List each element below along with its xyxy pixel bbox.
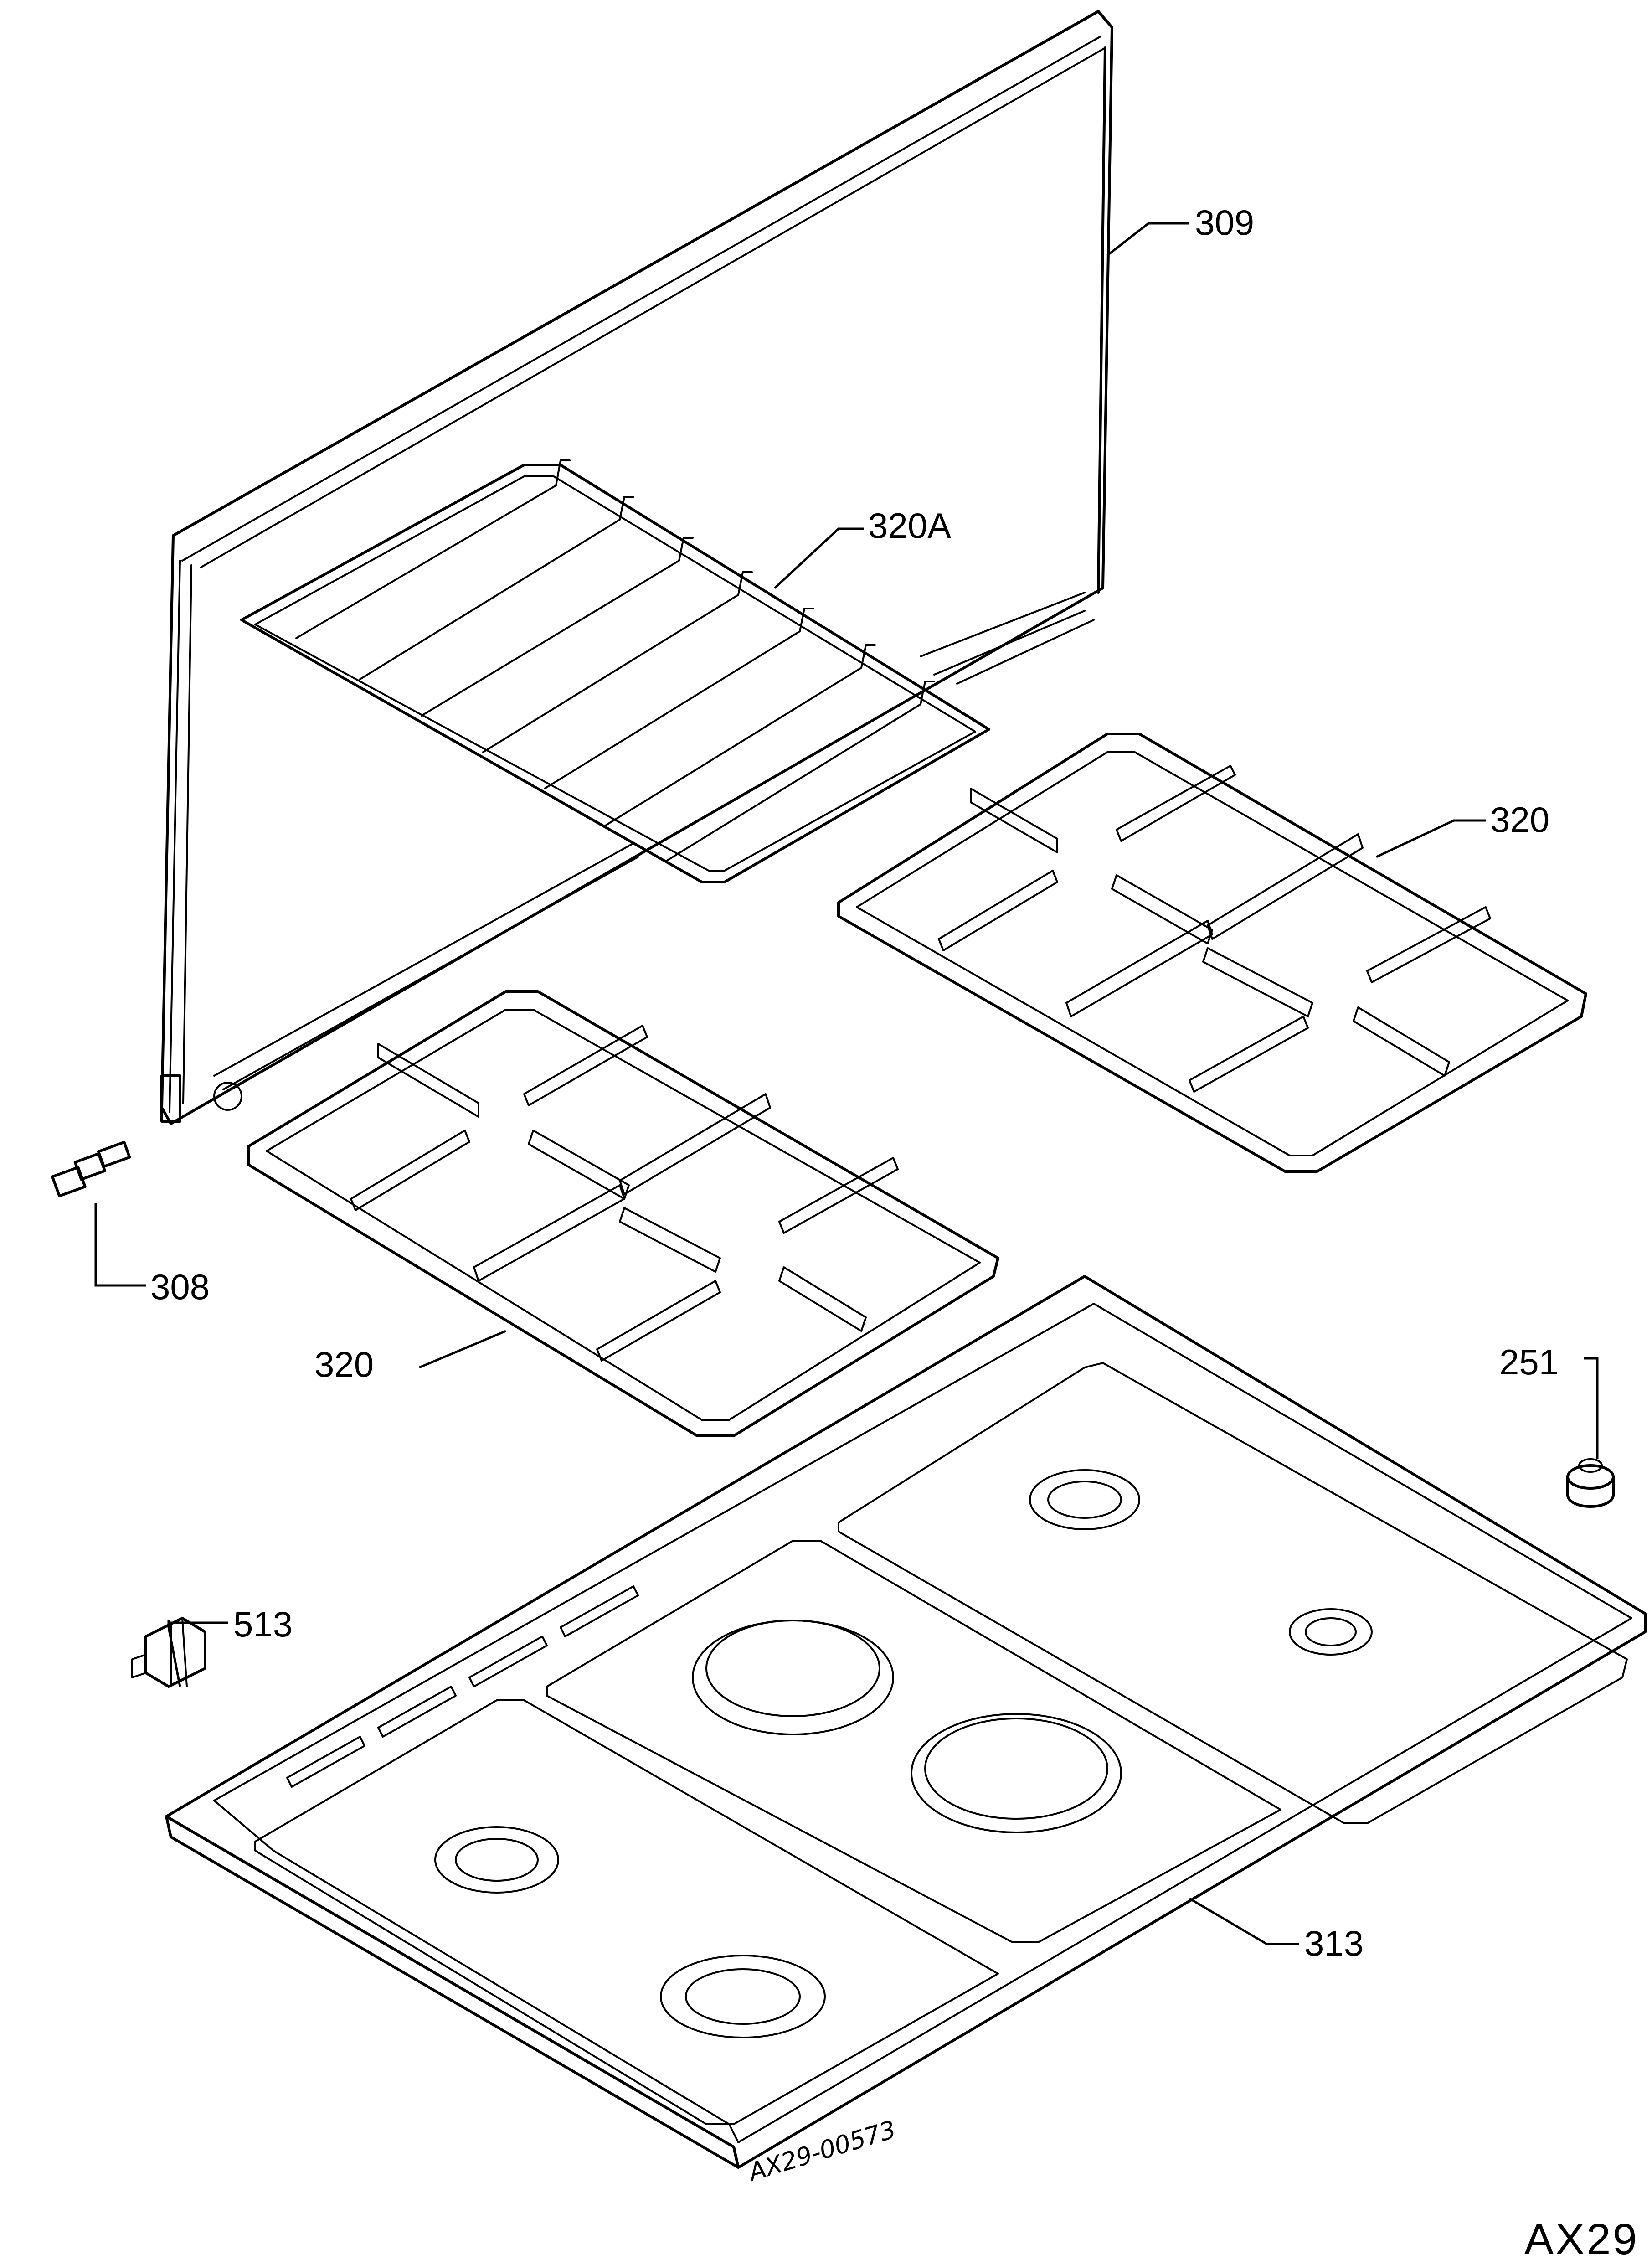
pan-support-320-right [837,733,1587,1173]
label-513: 513 [233,1604,293,1644]
foot-251 [1566,1458,1615,1508]
figure-code: AX29 [1524,2215,1639,2260]
label-320a: 320A [868,506,951,546]
leader-lines [94,222,1599,1945]
gas-connector-308 [51,1140,131,1197]
label-251: 251 [1499,1342,1559,1382]
label-313: 313 [1304,1923,1364,1963]
wire-rack-320a [240,459,990,883]
back-panel-309 [160,10,1113,1125]
label-308: 308 [150,1267,210,1307]
hob-top-313 [165,1275,1647,2169]
clip-513 [131,1617,206,1688]
label-320-right: 320 [1490,800,1549,840]
label-320-left: 320 [314,1344,374,1384]
label-309: 309 [1195,202,1254,243]
pan-support-320-left [247,990,999,1437]
